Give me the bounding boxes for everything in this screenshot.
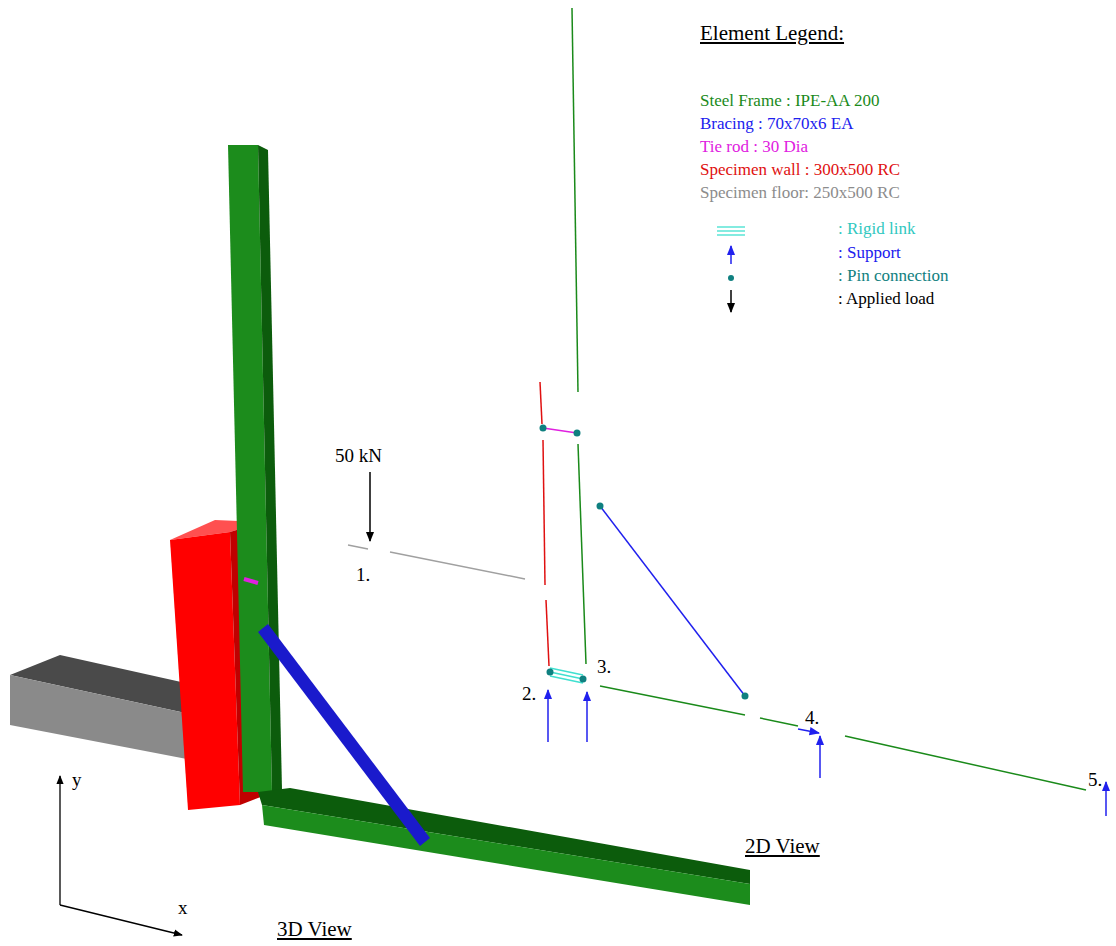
wall-line bbox=[540, 382, 542, 424]
legend-pin bbox=[728, 275, 734, 281]
rigid-link bbox=[550, 676, 583, 683]
beam-line bbox=[600, 686, 745, 715]
legend-rigid-link bbox=[717, 230, 745, 231]
legend-rigid-link bbox=[717, 234, 745, 235]
load-arrow bbox=[369, 472, 371, 541]
beam-line bbox=[760, 718, 798, 726]
pin-dot bbox=[547, 669, 554, 676]
view-title: 3D View bbox=[277, 918, 352, 941]
pin-dot bbox=[540, 425, 547, 432]
support-arrow bbox=[1105, 782, 1107, 816]
callout-number: 4. bbox=[805, 708, 819, 729]
legend-rigid-link bbox=[717, 226, 745, 227]
beam-front-face bbox=[262, 805, 750, 905]
pin-dot bbox=[574, 430, 581, 437]
legend-heading: Element Legend: bbox=[700, 22, 844, 45]
support-arrow bbox=[586, 692, 588, 742]
pin-dot bbox=[580, 676, 587, 683]
floor-line bbox=[390, 552, 525, 579]
pin-dot bbox=[742, 693, 749, 700]
wall-line bbox=[543, 440, 545, 585]
legend-load bbox=[730, 290, 732, 312]
legend-entry: Specimen wall : 300x500 RC bbox=[700, 161, 900, 180]
support-arrow bbox=[819, 736, 821, 778]
support-arrow bbox=[798, 729, 819, 733]
column-line bbox=[578, 444, 586, 664]
legend-entry: Tie rod : 30 Dia bbox=[700, 138, 808, 157]
pin-dot bbox=[597, 503, 604, 510]
rigid-link bbox=[550, 668, 583, 675]
callout-number: 3. bbox=[597, 657, 611, 678]
floor-front-face bbox=[10, 675, 192, 760]
axis-label: x bbox=[178, 898, 188, 919]
tie-rod bbox=[244, 579, 258, 583]
callout-number: 5. bbox=[1088, 770, 1102, 791]
floor-line bbox=[348, 545, 368, 549]
legend-entry: : Pin connection bbox=[838, 267, 948, 286]
callout-number: 1. bbox=[356, 565, 370, 586]
brace-line bbox=[600, 506, 745, 696]
legend-entry: : Rigid link bbox=[838, 220, 915, 239]
legend-entry: Bracing : 70x70x6 EA bbox=[700, 115, 853, 134]
column-side-face bbox=[258, 145, 282, 792]
bracing-member bbox=[258, 624, 430, 846]
legend-entry: Steel Frame : IPE-AA 200 bbox=[700, 92, 879, 111]
axis-label: y bbox=[72, 770, 82, 791]
load-value: 50 kN bbox=[335, 446, 382, 467]
legend-support bbox=[730, 246, 732, 264]
view-title: 2D View bbox=[745, 835, 820, 858]
beam-line bbox=[845, 736, 1086, 790]
wall-front-face bbox=[170, 532, 240, 810]
column-line bbox=[572, 8, 578, 392]
tie-rod-line bbox=[543, 428, 577, 433]
legend-entry: : Support bbox=[838, 244, 901, 263]
x-axis bbox=[60, 905, 182, 935]
legend-entry: : Applied load bbox=[838, 290, 934, 309]
rigid-link bbox=[550, 672, 583, 679]
callout-number: 2. bbox=[522, 684, 536, 705]
wall-line bbox=[546, 600, 549, 666]
support-arrow bbox=[547, 690, 549, 742]
legend-entry: Specimen floor: 250x500 RC bbox=[700, 184, 900, 203]
y-axis bbox=[59, 776, 60, 905]
